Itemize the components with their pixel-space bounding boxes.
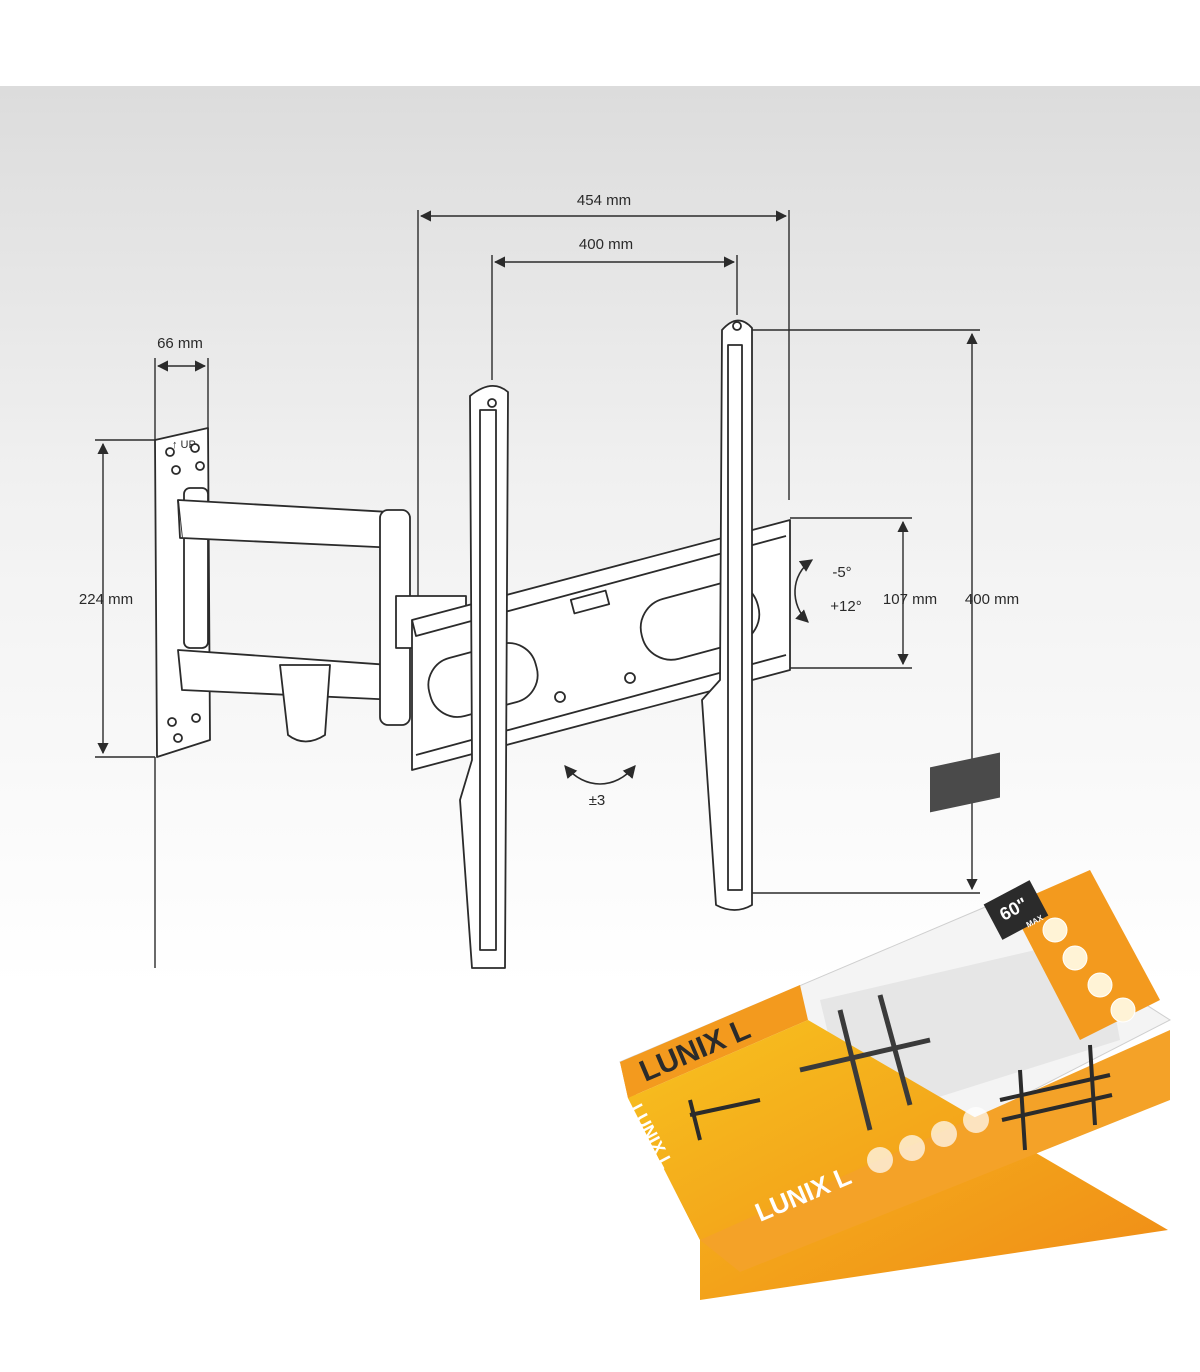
wall-plate-width-label: 66 mm (157, 335, 203, 352)
swivel-label: ±3 (589, 792, 606, 809)
swivel-arrow (564, 765, 636, 785)
wall-plate-height-label: 224 mm (79, 591, 133, 608)
overall-width-label: 454 mm (577, 192, 631, 209)
tilt-arrow (794, 559, 814, 623)
dimension-lines (95, 210, 980, 968)
mount-drawing: ↑ UP (154, 319, 791, 969)
tilt-down-label: +12° (830, 598, 861, 615)
vesa-height-label: 400 mm (965, 591, 1019, 608)
svg-text:↑ UP: ↑ UP (172, 439, 196, 451)
tilt-up-label: -5° (832, 564, 851, 581)
max-size-badge (983, 880, 1049, 940)
inner-height-label: 107 mm (883, 591, 937, 608)
right-vertical-arm (701, 319, 753, 911)
vesa-width-label: 400 mm (579, 236, 633, 253)
